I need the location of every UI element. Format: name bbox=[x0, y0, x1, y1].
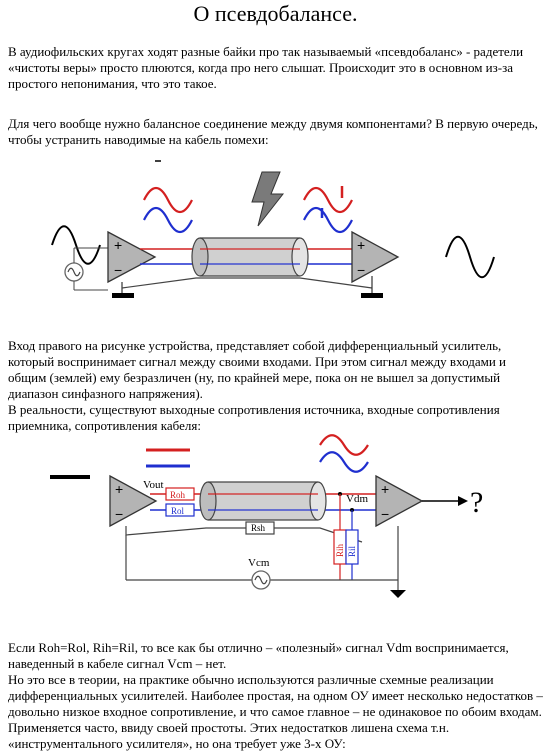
hot-signal-wave bbox=[143, 186, 193, 214]
svg-text:+: + bbox=[115, 481, 123, 497]
rol-label: Rol bbox=[171, 506, 185, 516]
receiver-amplifier-icon bbox=[375, 474, 424, 528]
resistance-diagram: + − Vout Roh Rol Rsh Vdm Rih Ril Vcm + −… bbox=[50, 434, 483, 598]
vdm-label: Vdm bbox=[346, 493, 368, 505]
input-sine-wave bbox=[51, 225, 101, 265]
ground-arrow-icon bbox=[390, 590, 406, 598]
resistances-paragraph: В реальности, существуют выходные сопрот… bbox=[8, 402, 500, 433]
source-amplifier-icon bbox=[107, 230, 157, 284]
output-arrow-icon bbox=[458, 496, 468, 506]
roh-label: Roh bbox=[170, 490, 186, 500]
svg-text:−: − bbox=[381, 506, 389, 522]
conclusion-paragraph: Если Roh=Rol, Rih=Ril, то все как бы отл… bbox=[8, 640, 509, 671]
rsh-label: Rsh bbox=[251, 523, 266, 533]
vcm-label: Vcm bbox=[248, 557, 270, 569]
question-paragraph: Для чего вообще нужно балансное соединен… bbox=[8, 116, 538, 147]
cold-signal-wave bbox=[143, 206, 193, 234]
roh-resistor bbox=[165, 487, 195, 501]
svg-text:−: − bbox=[114, 262, 122, 278]
source-amplifier-icon bbox=[109, 474, 158, 528]
intro-paragraph: В аудиофильских кругах ходят разные байк… bbox=[8, 44, 524, 91]
hot-noisy-wave bbox=[303, 186, 353, 214]
vout-label: Vout bbox=[143, 479, 164, 491]
cable-shield-icon bbox=[191, 237, 209, 277]
interference-lightning-icon bbox=[251, 171, 285, 227]
page-title: О псевдобалансе. bbox=[193, 1, 358, 26]
cable-shield-icon bbox=[199, 481, 217, 521]
cold-noisy-wave bbox=[303, 206, 353, 234]
output-sine-wave bbox=[445, 236, 495, 278]
ground-symbol-right bbox=[361, 293, 383, 298]
rih-label: Rih bbox=[335, 543, 345, 557]
balanced-link-diagram: + − + − bbox=[51, 160, 495, 298]
practice-paragraph: Но это все в теории, на практике обычно … bbox=[8, 672, 543, 751]
differential-paragraph: Вход правого на рисунке устройства, пред… bbox=[8, 338, 506, 401]
ril-label: Ril bbox=[347, 545, 357, 557]
svg-text:+: + bbox=[381, 481, 389, 497]
svg-text:−: − bbox=[357, 262, 365, 278]
svg-text:−: − bbox=[115, 506, 123, 522]
svg-text:+: + bbox=[357, 237, 365, 253]
svg-text:+: + bbox=[114, 237, 122, 253]
receiver-amplifier-icon bbox=[351, 230, 400, 284]
question-mark: ? bbox=[470, 486, 483, 519]
ground-symbol bbox=[112, 293, 134, 298]
rol-resistor bbox=[165, 503, 195, 517]
